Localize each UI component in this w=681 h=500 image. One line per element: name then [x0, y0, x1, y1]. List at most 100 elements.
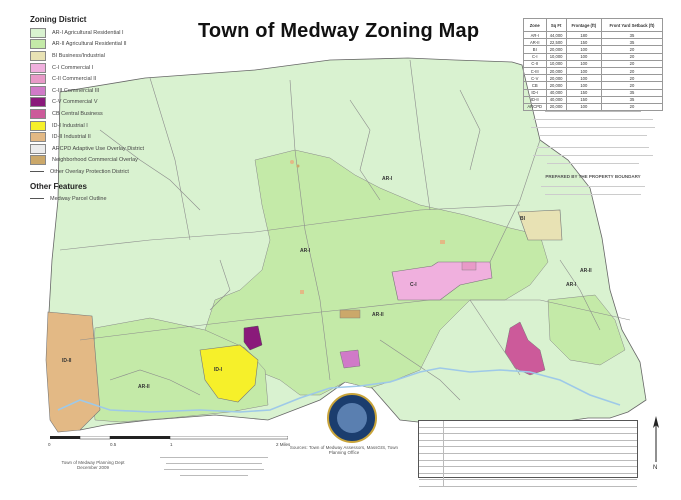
- legend-item: AR-I Agricultural Residential I: [30, 27, 200, 39]
- prepared-note: PREPARED BY THE PROPERTY BOUNDARY: [545, 174, 641, 179]
- legend-item: C-II Commercial II: [30, 73, 200, 85]
- table-cell: 100: [565, 45, 602, 54]
- table-cell: CB: [523, 81, 547, 90]
- zone-id1: [199, 344, 259, 403]
- legend-swatch: [30, 120, 46, 131]
- legend-heading: Zoning District: [30, 15, 87, 24]
- table-cell: 20: [600, 74, 664, 83]
- table-cell: 100: [565, 81, 602, 90]
- legend-label: CB Central Business: [52, 110, 103, 117]
- legend-label: AR-II Agricultural Residential II: [52, 41, 127, 48]
- legend-label: C-I Commercial I: [52, 64, 94, 71]
- table-cell: 20: [600, 66, 664, 76]
- seal-emblem: [337, 403, 367, 433]
- table-header: Sq Ft: [545, 18, 567, 32]
- table-cell: 150: [565, 38, 602, 47]
- zone-bi: [517, 209, 563, 241]
- table-header: Zone: [523, 18, 547, 32]
- zone-label: C-I: [410, 282, 417, 288]
- table-cell: 100: [565, 102, 602, 112]
- table-cell: 150: [565, 88, 602, 97]
- table-row: [419, 460, 637, 468]
- table-cell: 100: [565, 66, 602, 76]
- legend-label: BI Business/Industrial: [52, 52, 105, 59]
- zone-c1: [391, 261, 493, 301]
- legend-item: ARCPD Adaptive Use Overlay District: [30, 143, 200, 155]
- zone-c5: [243, 325, 263, 351]
- legend-items: AR-I Agricultural Residential I AR-II Agr…: [30, 27, 200, 178]
- table-cell: 100: [565, 59, 602, 68]
- legend-swatch: [30, 97, 46, 108]
- table-header: Frontage (ft): [565, 18, 602, 32]
- table-cell: 44,000: [545, 30, 567, 40]
- legend-swatch: [30, 74, 46, 85]
- table-cell: 20: [600, 81, 664, 90]
- table-row: [419, 427, 637, 435]
- table-cell: 20,000: [545, 102, 567, 112]
- table-notes: PREPARED BY THE PROPERTY BOUNDARY: [527, 106, 659, 197]
- legend-item: BI Business/Industrial: [30, 50, 200, 62]
- table-cell: 20,000: [545, 81, 567, 90]
- table-cell: ID-II: [523, 95, 547, 104]
- zone-label: AR-II: [138, 384, 150, 390]
- disclaimer: [160, 452, 268, 477]
- legend-label: ID-I Industrial I: [52, 122, 88, 129]
- legend-item: CB Central Business: [30, 108, 200, 120]
- charles-river: [57, 367, 621, 413]
- zone-c2-small: [461, 261, 477, 271]
- north-arrow-icon: N: [653, 416, 659, 470]
- legend-item: C-III Commercial III: [30, 85, 200, 97]
- table-cell: 100: [565, 74, 602, 83]
- legend-swatch: [30, 50, 46, 61]
- table-row: [419, 480, 637, 487]
- table-cell: 20,000: [545, 74, 567, 83]
- legend-item: Neighborhood Commercial Overlay: [30, 155, 200, 167]
- town-seal: [327, 393, 377, 443]
- zone-label: ID-I: [214, 367, 223, 373]
- table-row: [419, 473, 637, 481]
- legend-item: C-I Commercial I: [30, 62, 200, 74]
- table-cell: 20: [600, 59, 664, 68]
- legend-label: Other Overlay Protection District: [50, 168, 129, 175]
- legend-label: ID-II Industrial II: [52, 134, 91, 141]
- map-title: Town of Medway Zoning Map: [198, 20, 480, 42]
- zone-nc-overlay: [339, 309, 361, 319]
- table-row: [419, 467, 637, 474]
- source-credit: Sources: Town of Medway Assessors, MassG…: [289, 445, 399, 456]
- north-label: N: [653, 465, 657, 470]
- table-header: Front Yard Setback (ft): [600, 18, 664, 32]
- table-cell: 100: [565, 52, 602, 61]
- table-cell: AR-I: [523, 30, 547, 40]
- feature-marker: [300, 290, 304, 294]
- zone-label: AR-II: [372, 312, 384, 318]
- table-cell: AR-II: [523, 38, 547, 47]
- table-cell: 180: [565, 30, 602, 40]
- legend-swatch: [30, 39, 46, 50]
- feature-marker: [440, 240, 445, 244]
- legend-swatch: [30, 143, 46, 154]
- road-network: [59, 59, 631, 401]
- legend-label: C-III Commercial III: [52, 87, 100, 94]
- legend-label: Neighborhood Commercial Overlay: [52, 157, 138, 164]
- zone-label: AR-I: [300, 248, 311, 254]
- table-cell: 10,000: [545, 52, 567, 61]
- zone-label: AR-I: [566, 282, 577, 288]
- legend-swatch: [30, 155, 46, 166]
- table-cell: 20,000: [545, 45, 567, 54]
- zone-ar2-central: [204, 149, 549, 396]
- legend-item: AR-II Agricultural Residential II: [30, 39, 200, 51]
- zoning-amendments-table: [418, 420, 638, 487]
- legend-item: ID-II Industrial II: [30, 131, 200, 143]
